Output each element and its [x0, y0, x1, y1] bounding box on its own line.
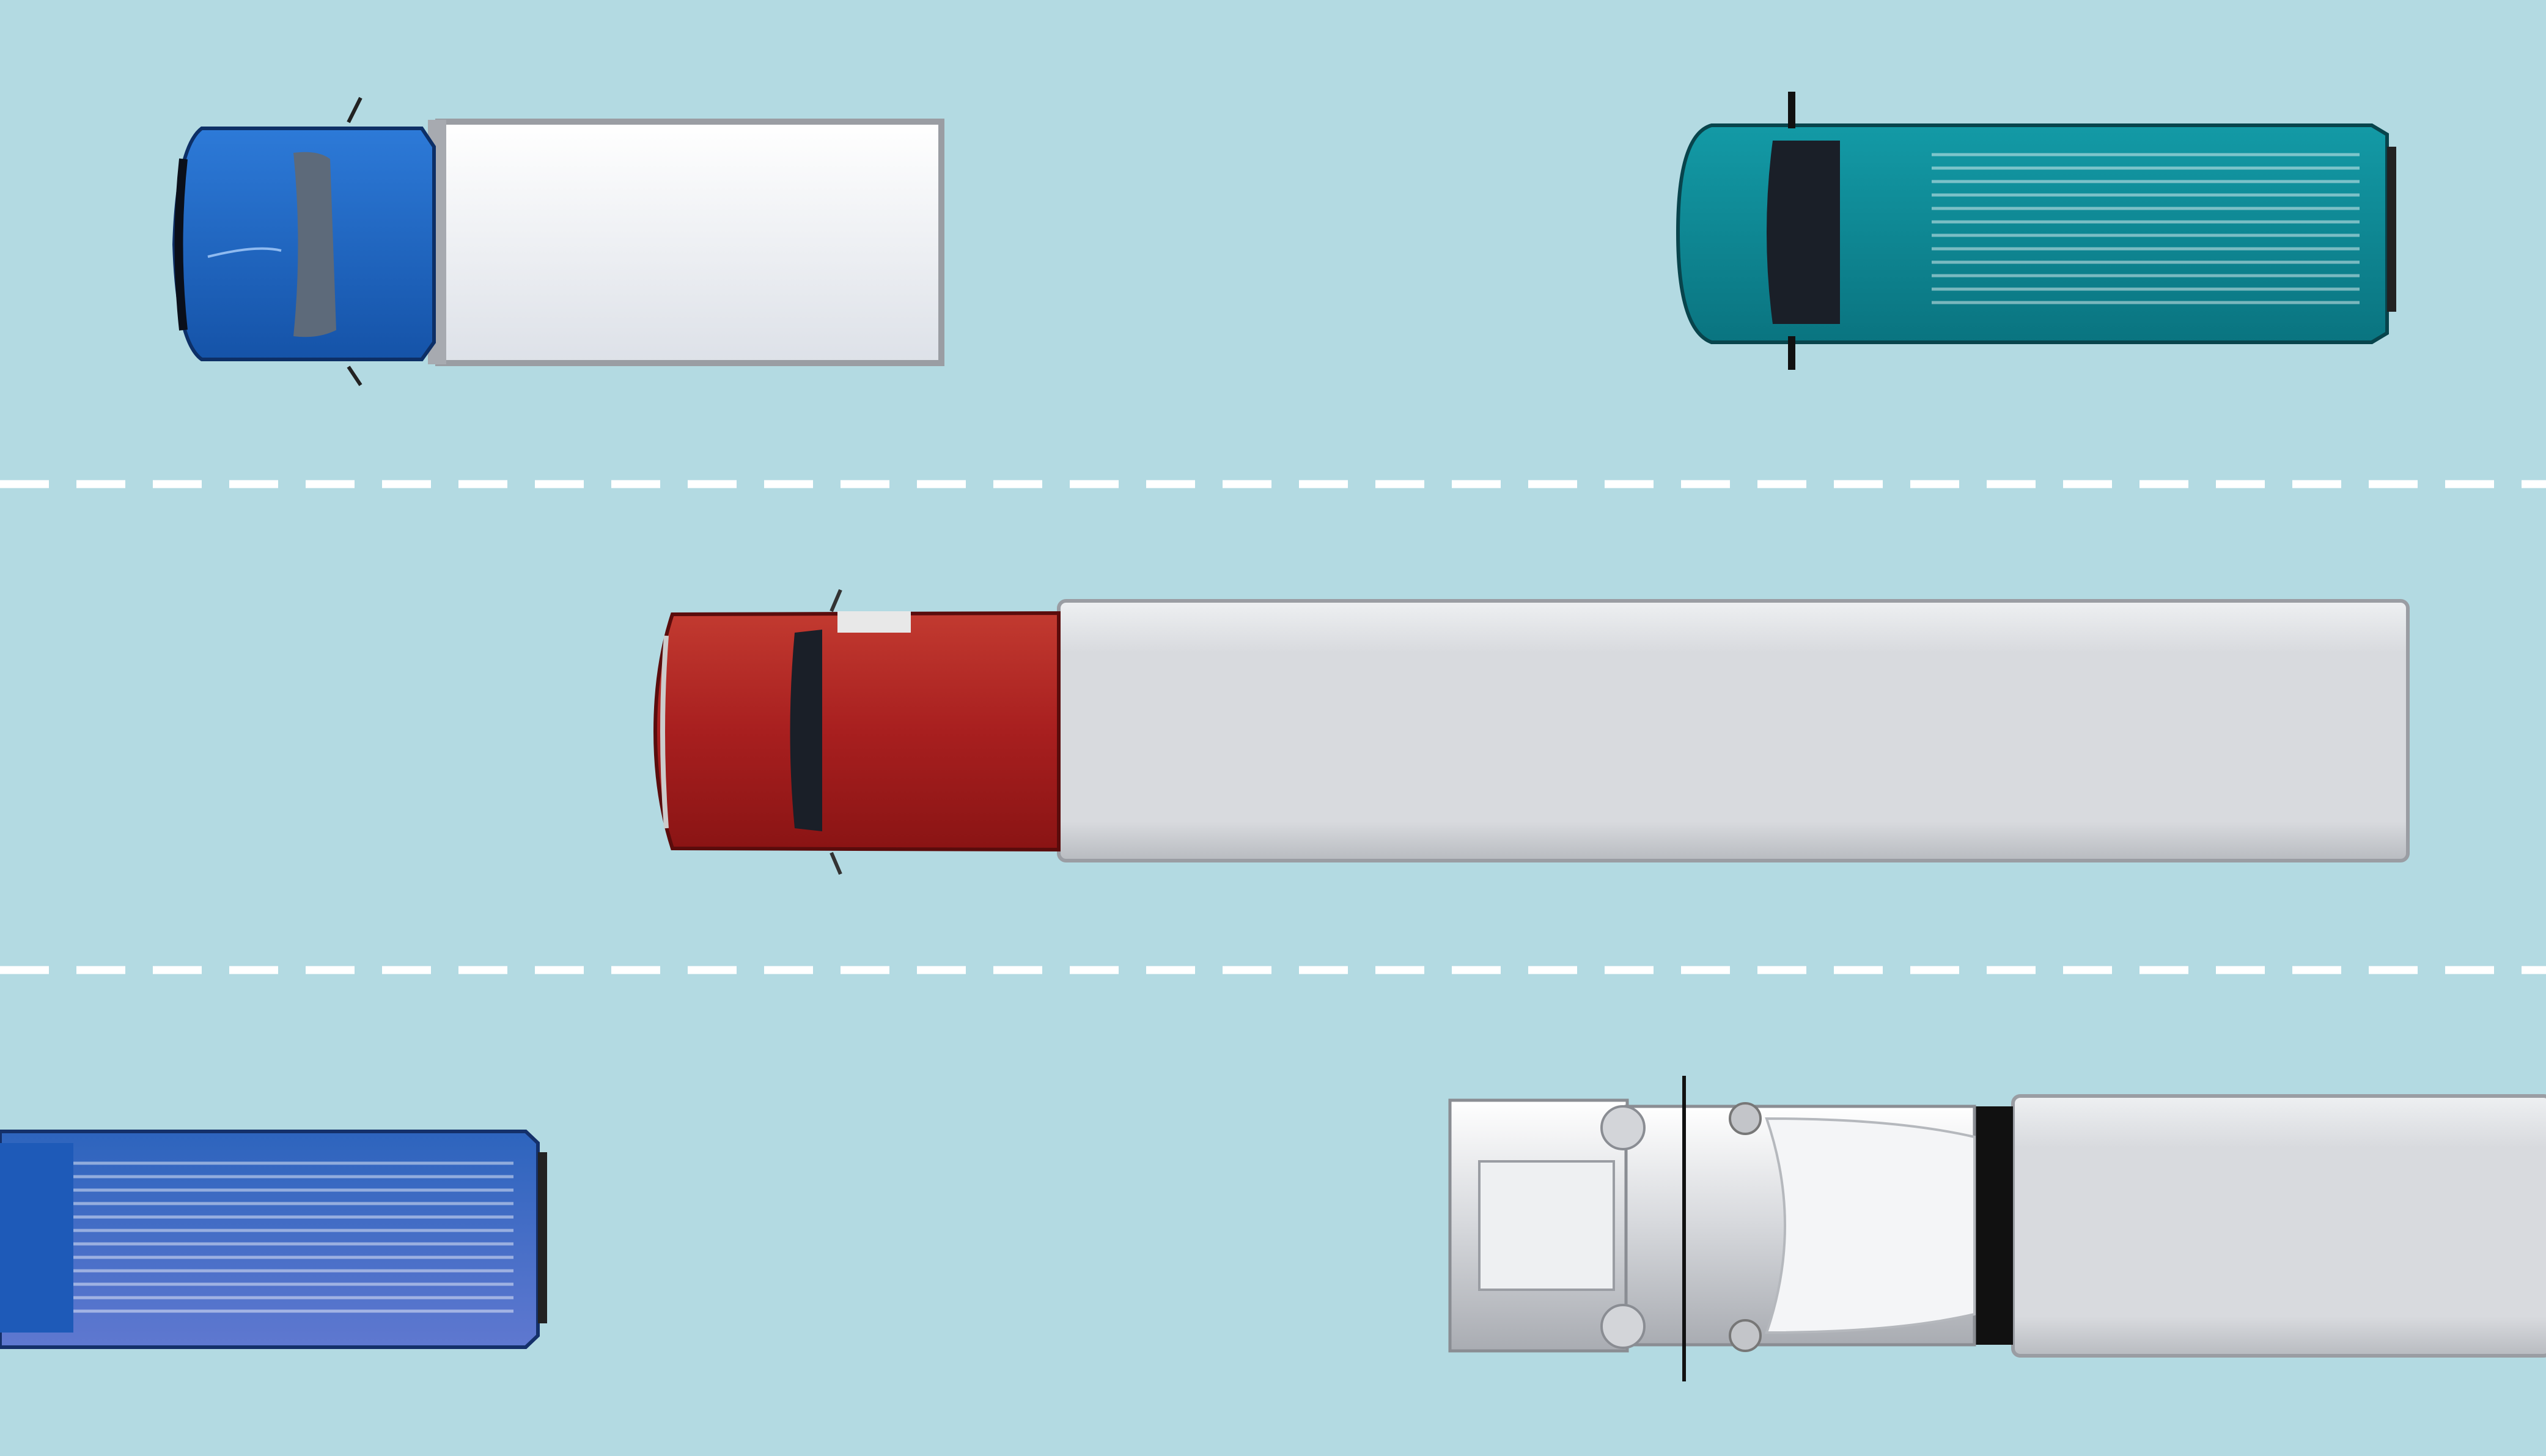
red-semi: [653, 589, 2410, 875]
teal-van: [1676, 92, 2396, 370]
blue-van: [0, 1130, 547, 1349]
white-semi: [1448, 1076, 2546, 1381]
box-truck: [172, 97, 944, 386]
